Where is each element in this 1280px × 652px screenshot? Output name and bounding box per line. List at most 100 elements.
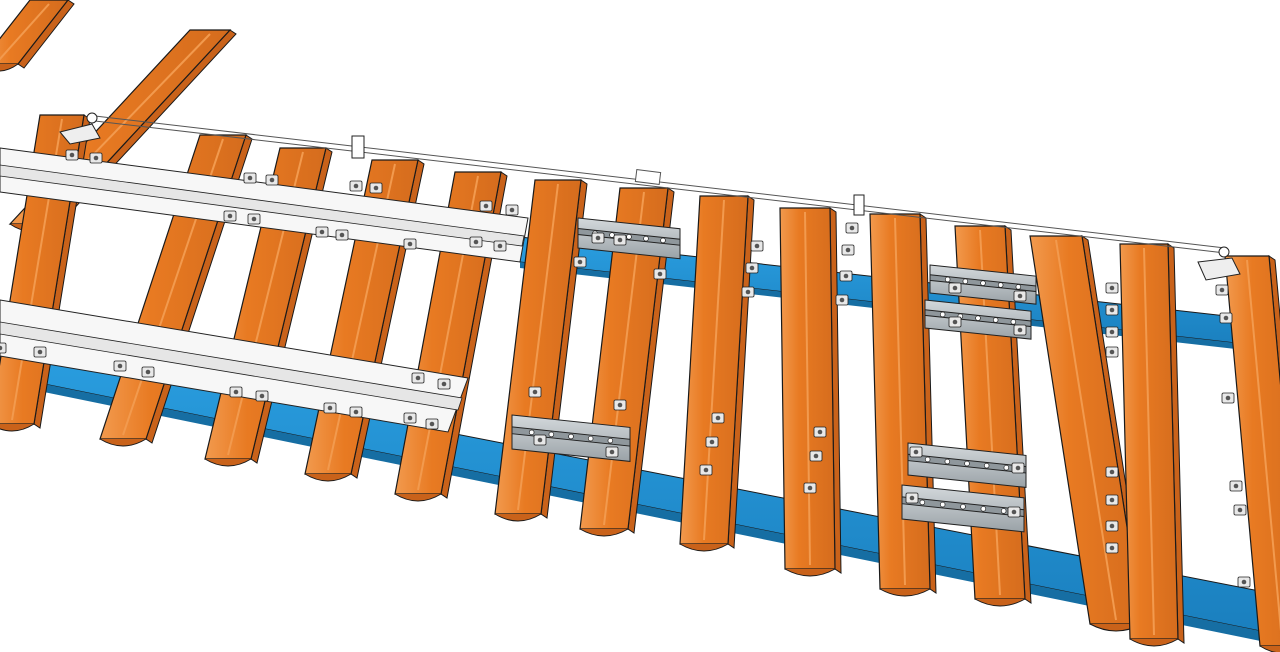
fastening-clip	[1011, 462, 1025, 474]
fastening-clip	[613, 399, 627, 411]
fastening-clip	[411, 372, 425, 384]
clip-bolt	[1109, 469, 1115, 475]
fastening-clip	[909, 446, 923, 458]
clip-bolt	[715, 415, 721, 421]
sleeper-end	[974, 598, 1026, 607]
fastening-clip	[369, 182, 383, 194]
steel-plate-bolt	[944, 276, 951, 283]
sleeper-groove	[1143, 247, 1155, 636]
sleeper-groove	[703, 199, 725, 541]
fastening-clip	[1013, 324, 1027, 336]
fastening-clip	[65, 149, 79, 161]
steel-plate-bolt	[626, 234, 632, 240]
rod-crank-left	[59, 112, 101, 145]
sleeper-11	[779, 207, 842, 577]
rail-plate-lower-band	[0, 321, 463, 411]
steel-plate-bolt	[983, 462, 990, 469]
fastening-clip	[437, 378, 451, 390]
clip-bolt	[509, 207, 515, 213]
fastening-clip	[813, 426, 827, 438]
fastening-clip	[243, 172, 257, 184]
clip-bolt	[577, 259, 583, 265]
steel-plate-bolt	[960, 503, 966, 510]
fastening-clip	[948, 282, 962, 294]
clip-bolt	[813, 453, 819, 459]
sleeper-end	[99, 438, 147, 447]
sleeper-end	[879, 588, 931, 597]
clip-bolt	[807, 485, 813, 491]
clip-bolt	[537, 437, 543, 443]
steel-plate-bolt	[939, 311, 946, 318]
steel-plate-bolt	[980, 506, 987, 512]
clip-bolt	[657, 271, 663, 277]
fastening-clip	[229, 386, 243, 398]
sleeper-end	[204, 458, 252, 467]
steel-plate-bolt	[1015, 284, 1022, 290]
clip-bolt	[247, 175, 253, 181]
clip-bolt	[1237, 507, 1243, 513]
sleeper-15	[1119, 243, 1185, 647]
clip-bolt	[1233, 483, 1239, 489]
clip-bolt	[1223, 315, 1229, 321]
steel-plate-bolt	[944, 458, 951, 465]
clip-bolt	[1015, 465, 1021, 471]
clip-bolt	[745, 289, 751, 295]
steel-plate-bolt	[1010, 319, 1017, 325]
fastening-clip	[223, 210, 237, 222]
sleeper-12	[869, 213, 937, 597]
sleeper-end	[1129, 638, 1179, 647]
rod-crank-right	[1197, 246, 1241, 281]
steel-plate-2	[511, 414, 631, 462]
fastening-clip	[141, 366, 155, 378]
clip-bolt	[532, 389, 538, 395]
clip-bolt	[269, 177, 275, 183]
clip-bolt	[429, 421, 435, 427]
fastening-clip	[533, 434, 547, 446]
clip-bolt	[952, 319, 958, 325]
fastening-clip	[113, 360, 127, 372]
clip-bolt	[145, 369, 151, 375]
clip-bolt	[233, 389, 239, 395]
operating-rod	[59, 112, 1241, 281]
rod-coupler	[634, 169, 662, 185]
fastening-clip	[948, 316, 962, 328]
fastening-clip	[1105, 520, 1119, 532]
steel-plate-bolt	[587, 435, 594, 442]
clip-bolt	[1109, 307, 1115, 313]
clip-bolt	[843, 273, 849, 279]
fastening-clip	[505, 204, 519, 216]
sleeper-end	[0, 423, 35, 432]
fastening-clip	[1105, 304, 1119, 316]
clip-bolt	[407, 415, 413, 421]
clip-bolt	[117, 363, 123, 369]
sleeper-top	[1224, 255, 1280, 647]
sleeper-10	[679, 195, 755, 552]
fastening-clip	[403, 238, 417, 250]
sleeper-groove	[1055, 239, 1117, 621]
steel-plate-bolt	[607, 437, 614, 444]
clip-bolt	[1109, 329, 1115, 335]
fastening-clip	[1105, 466, 1119, 478]
fastening-clip	[1105, 542, 1119, 554]
fastening-clip	[255, 390, 269, 402]
fastening-clip	[1105, 282, 1119, 294]
rail-plate-upper-band	[0, 164, 525, 247]
rod-support-1	[351, 135, 365, 159]
clip-bolt	[1109, 545, 1115, 551]
sleeper-groove	[1246, 259, 1280, 632]
clip-bolt	[339, 232, 345, 238]
clip-bolt	[441, 381, 447, 387]
fastening-clip	[835, 294, 849, 306]
sleeper-groove	[0, 3, 50, 61]
fastening-clip	[493, 240, 507, 252]
fastening-clip	[425, 418, 439, 430]
clip-bolt	[909, 495, 915, 501]
sleeper-end	[784, 568, 836, 577]
steel-plate-bolt	[1003, 464, 1010, 471]
sleeper-1	[0, 0, 75, 72]
fastening-clip	[1219, 312, 1233, 324]
sleeper-end	[494, 513, 542, 522]
clip-bolt	[609, 449, 615, 455]
clip-body	[0, 342, 7, 354]
clip-bolt	[319, 229, 325, 235]
